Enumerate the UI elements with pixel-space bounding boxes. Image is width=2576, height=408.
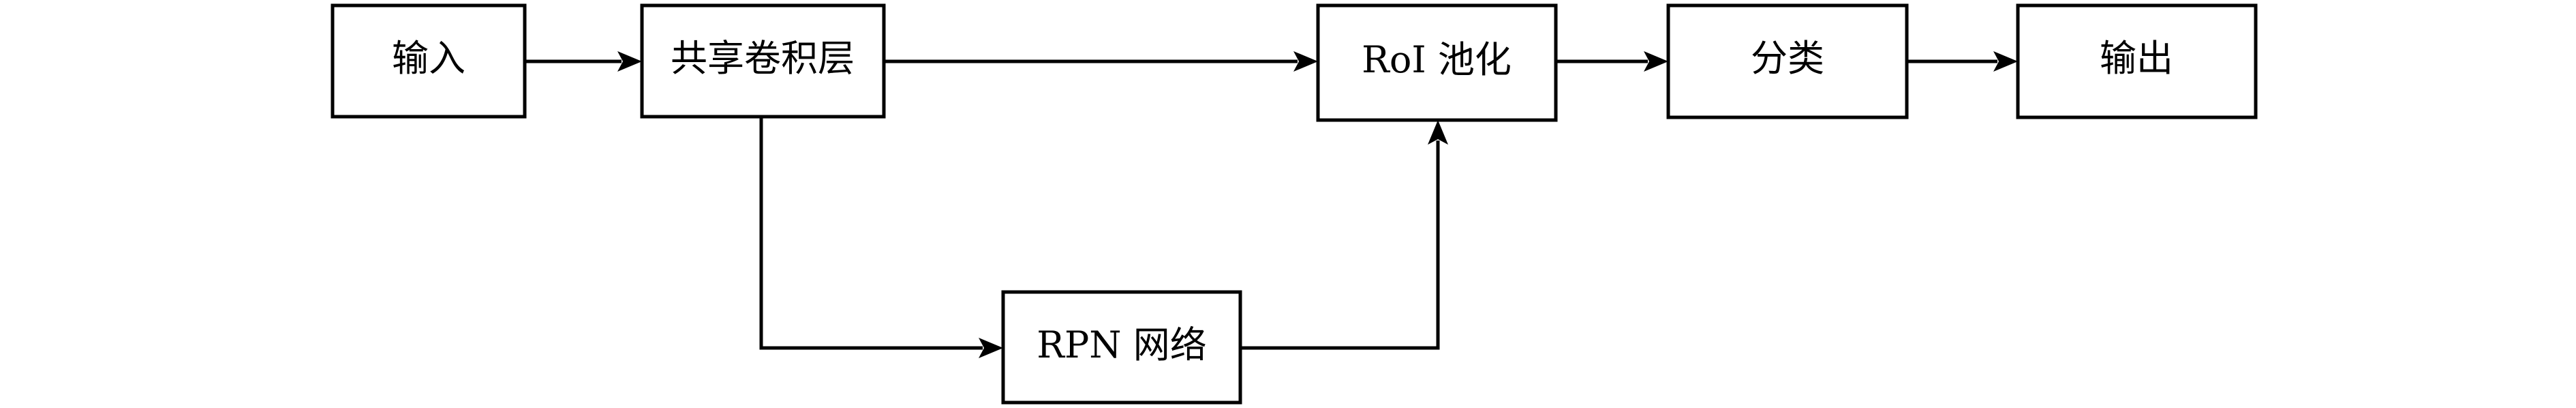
- node-rpn: RPN 网络: [1001, 290, 1242, 405]
- node-shared-conv-label: 共享卷积层: [671, 37, 855, 80]
- node-input-label: 输入: [392, 37, 465, 80]
- arrowhead-icon: [617, 51, 642, 72]
- edge-roi-pool-to-classify: [1556, 51, 1668, 72]
- node-classify: 分类: [1666, 3, 1909, 119]
- arrowhead-icon: [1293, 51, 1318, 72]
- edge-shared-conv-to-rpn: [759, 117, 1003, 358]
- node-roi-pool: RoI 池化: [1316, 3, 1558, 122]
- node-rpn-label: RPN 网络: [1037, 323, 1206, 366]
- arrowhead-icon: [1644, 51, 1668, 72]
- arrowhead-icon: [979, 338, 1003, 358]
- edge-rpn-to-roi-pool: [1240, 120, 1448, 350]
- edge-input-to-shared-conv: [525, 51, 642, 72]
- arrowhead-icon: [1428, 120, 1448, 145]
- node-shared-conv: 共享卷积层: [640, 3, 886, 119]
- edge-shared-conv-to-roi-pool: [884, 51, 1318, 72]
- node-classify-label: 分类: [1751, 37, 1824, 80]
- edge-classify-to-output: [1907, 51, 2018, 72]
- node-output: 输出: [2016, 3, 2258, 119]
- node-roi-pool-label: RoI 池化: [1362, 38, 1512, 81]
- node-input: 输入: [331, 3, 527, 119]
- node-output-label: 输出: [2100, 37, 2173, 80]
- arrowhead-icon: [1993, 51, 2018, 72]
